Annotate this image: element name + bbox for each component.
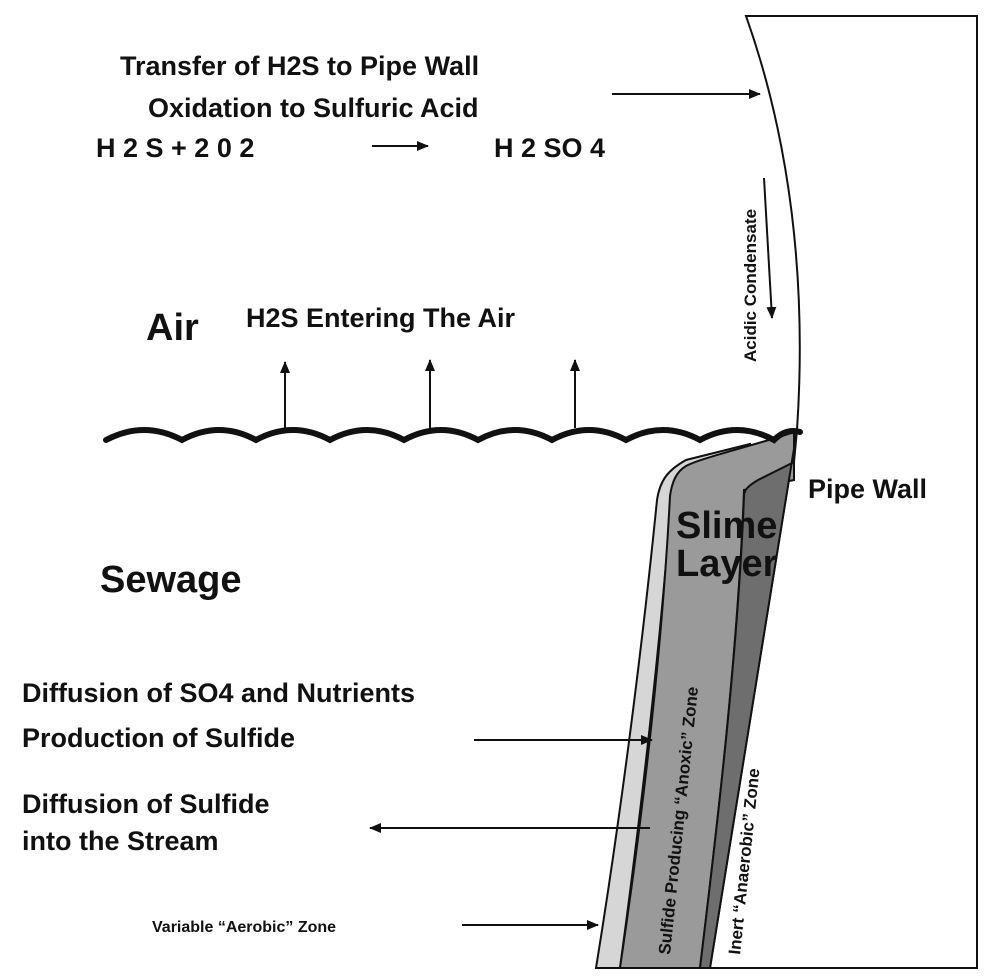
aerobic-zone-label: Variable “Aerobic” Zone	[152, 919, 336, 936]
anaerobic-zone-band	[698, 429, 798, 969]
transfer-h2s-label: Transfer of H2S to Pipe Wall	[120, 51, 479, 81]
oxidation-label: Oxidation to Sulfuric Acid	[148, 93, 479, 123]
sewage-label: Sewage	[100, 559, 242, 601]
air-label: Air	[146, 307, 199, 349]
condensate-arrow	[763, 177, 777, 319]
reaction-left-label: H 2 S + 2 0 2	[96, 133, 254, 163]
h2s-entering-label: H2S Entering The Air	[246, 303, 516, 333]
slime-label-line2: Layer	[676, 543, 778, 585]
acidic-condensate-label: Acidic Condensate	[741, 209, 760, 362]
sewage-surface-line	[103, 427, 803, 444]
pipe-wall-label: Pipe Wall	[808, 474, 927, 504]
production-sulfide-label: Production of Sulfide	[22, 723, 295, 753]
diffusion-so4-label: Diffusion of SO4 and Nutrients	[22, 678, 415, 708]
slime-label-line1: Slime	[676, 505, 777, 547]
diffusion-sulfide-label: Diffusion of Sulfide	[22, 789, 269, 819]
reaction-right-label: H 2 SO 4	[494, 133, 605, 163]
into-stream-label: into the Stream	[22, 826, 219, 856]
